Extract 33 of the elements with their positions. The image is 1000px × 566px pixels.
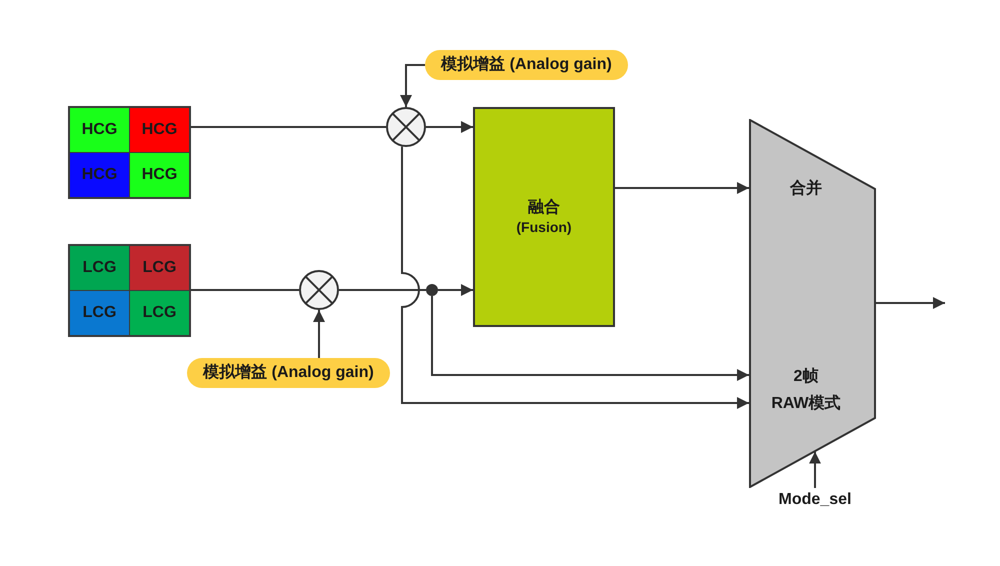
gain-label: 模拟增益 (Analog gain) [187, 358, 390, 388]
arrow [876, 297, 945, 309]
arrow [809, 452, 821, 488]
connector-line [191, 289, 299, 291]
pixel-cell: LCG [130, 246, 189, 290]
arrow [431, 296, 749, 381]
pixel-cell: HCG [70, 153, 129, 197]
pixel-cell: HCG [130, 108, 189, 152]
pixel-cell: LCG [70, 291, 129, 335]
mode-label: 2帧 RAW模式 [770, 366, 842, 414]
signal-label: Mode_sel [770, 488, 860, 512]
pixel-cell: HCG [70, 108, 129, 152]
arrow [438, 284, 473, 296]
arrow [400, 64, 425, 107]
gain-label: 模拟增益 (Analog gain) [425, 50, 628, 80]
fusion-block [473, 107, 615, 327]
block-title: 融合 [528, 198, 560, 218]
multiplier-symbol [299, 270, 339, 310]
connector-line [339, 289, 426, 291]
pixel-array [68, 106, 191, 199]
block-subtitle: (Fusion) [516, 218, 572, 236]
arrow [401, 146, 749, 409]
arrow [615, 182, 749, 194]
arrow [426, 121, 473, 133]
connector-line [191, 126, 386, 128]
multiplier-symbol [386, 107, 426, 147]
pixel-array [68, 244, 191, 337]
arrow [313, 310, 325, 358]
pixel-cell: HCG [130, 153, 189, 197]
pixel-cell: LCG [130, 291, 189, 335]
pixel-cell: LCG [70, 246, 129, 290]
mode-label: 合并 [788, 178, 823, 199]
multiplexer [749, 119, 876, 488]
